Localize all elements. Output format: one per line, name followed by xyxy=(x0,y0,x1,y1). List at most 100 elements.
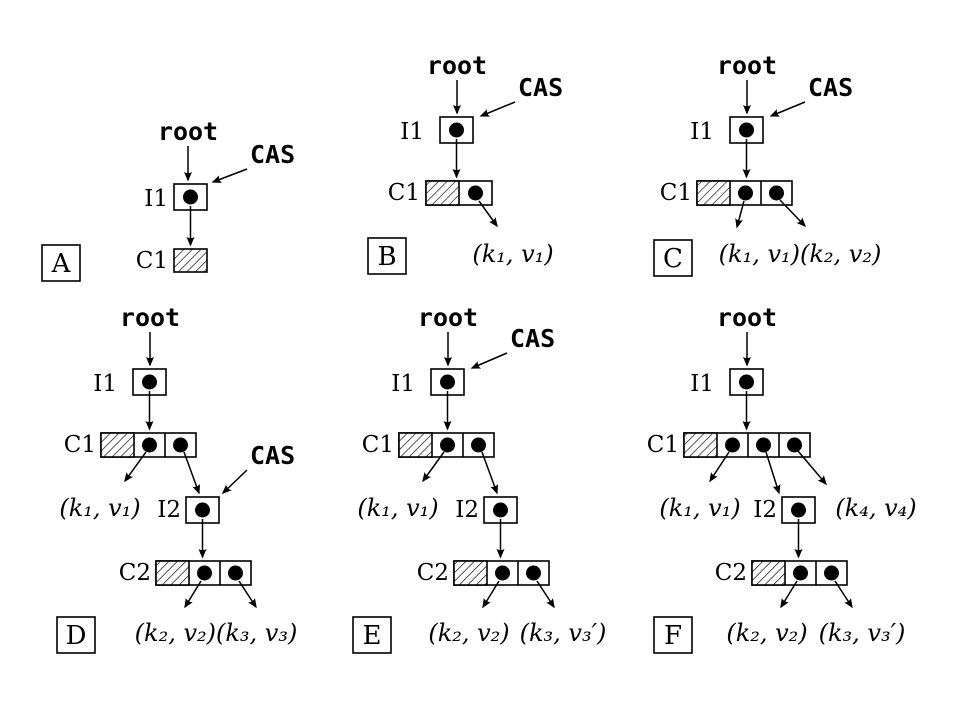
i1-pointer-dot xyxy=(449,122,464,138)
i1-pointer-dot xyxy=(739,374,754,390)
panel-tag-label: D xyxy=(66,621,87,651)
panel-e: root CAS I1 C1 (k₁, v₁) I2 C2 (k₂, v₂) (… xyxy=(352,303,607,654)
panel-tag-box xyxy=(352,616,392,654)
panel-tag-box xyxy=(56,616,96,654)
kv3-label: (k₃, v₃′) xyxy=(819,619,906,647)
i2-pointer-dot xyxy=(195,502,210,518)
kv1-label: (k₁, v₁) xyxy=(357,494,438,522)
i2-pointer-dot xyxy=(791,502,806,518)
c1-i2-edge xyxy=(765,451,781,495)
c2-kv-edge-1 xyxy=(184,580,202,609)
kv23-label: (k₂, v₂)(k₃, v₃) xyxy=(135,619,298,647)
c1-pointer-dot-3 xyxy=(787,437,802,453)
panel-tag-label: F xyxy=(664,621,682,651)
c1-hatch-cell xyxy=(425,180,460,206)
c2-hatch-cell xyxy=(751,560,786,586)
i1-label: I1 xyxy=(400,119,424,145)
c1-hatch-cell xyxy=(398,432,433,458)
panel-tag-label: A xyxy=(51,249,72,279)
cas-label: CAS xyxy=(510,324,555,353)
kv1-label: (k₁, v₁) xyxy=(659,494,740,522)
kv4-label: (k₄, v₄) xyxy=(835,494,916,522)
c1-kv-edge-1 xyxy=(422,451,445,483)
c1-hatch-cell xyxy=(100,432,135,458)
cas-label: CAS xyxy=(250,441,295,470)
kv1-label: (k₁, v₁) xyxy=(472,240,553,268)
c1-label: C1 xyxy=(64,432,96,458)
c1-pointer-dot-1 xyxy=(142,437,157,453)
c2-kv-edge-2 xyxy=(834,580,853,609)
panel-f: root I1 C1 (k₁, v₁) I2 (k₄, v₄) C2 (k₂, … xyxy=(647,303,917,654)
c1-pointer-dot-2 xyxy=(471,437,486,453)
root-label: root xyxy=(120,303,180,332)
i2-label: I2 xyxy=(455,497,479,523)
c1-label: C1 xyxy=(362,432,394,458)
c1-label: C1 xyxy=(647,432,679,458)
cas-arrow xyxy=(221,469,248,495)
cas-arrow xyxy=(470,352,508,369)
c1-label: C1 xyxy=(136,248,168,274)
cas-label: CAS xyxy=(808,73,853,102)
kv1-label: (k₁, v₁) xyxy=(59,494,140,522)
c1-pointer-dot-2 xyxy=(173,437,188,453)
c1-label: C1 xyxy=(388,180,420,206)
i2-box xyxy=(483,496,518,524)
c2-pointer-dot-1 xyxy=(793,565,808,581)
i1-pointer-dot xyxy=(739,122,754,138)
c2-label: C2 xyxy=(417,560,449,586)
c1-label: C1 xyxy=(660,180,692,206)
panel-tag-box xyxy=(653,616,693,654)
root-label: root xyxy=(717,51,777,80)
cas-arrow xyxy=(211,168,248,183)
cas-arrow xyxy=(479,101,516,117)
c1-hatch-cell xyxy=(696,180,731,206)
c1-i2-edge xyxy=(183,451,200,495)
i1-label: I1 xyxy=(690,371,714,397)
c1-pointer-dot-1 xyxy=(440,437,455,453)
c1-pointer-dot-1 xyxy=(468,185,483,201)
panel-tag-label: C xyxy=(663,244,683,274)
c1-hatch-cell xyxy=(683,432,718,458)
c2-hatch-cell xyxy=(155,560,190,586)
panel-tag-box xyxy=(41,244,81,282)
i2-label: I2 xyxy=(753,497,777,523)
c1-kv-edge-1 xyxy=(478,200,498,228)
panel-a: root CAS I1 C1 A xyxy=(41,117,295,282)
c2-kv-edge-1 xyxy=(482,580,500,609)
kv2-label: (k₂, v₂) xyxy=(726,619,807,647)
i1-label: I1 xyxy=(391,371,415,397)
panel-d: root I1 C1 (k₁, v₁) I2 CAS C2 (k₂, v₂)(k… xyxy=(56,303,298,654)
cas-label: CAS xyxy=(250,140,295,169)
panel-b: root CAS I1 C1 (k₁, v₁) B xyxy=(367,51,563,275)
root-label: root xyxy=(717,303,777,332)
i2-label: I2 xyxy=(157,497,181,523)
c2-pointer-dot-2 xyxy=(228,565,243,581)
c1-pointer-dot-2 xyxy=(769,185,784,201)
panel-tag-box xyxy=(367,237,407,275)
panel-tag-label: E xyxy=(363,621,382,651)
c1-kv-edge-1 xyxy=(124,451,147,483)
c1-kv-edge-2 xyxy=(779,199,807,228)
c2-label: C2 xyxy=(119,560,151,586)
kv12-label: (k₁, v₁)(k₂, v₂) xyxy=(719,240,882,268)
c1-kv-edge-3 xyxy=(797,450,827,486)
c1-kv-edge-1 xyxy=(735,200,745,229)
c1-pointer-dot-1 xyxy=(725,437,740,453)
c2-kv-edge-2 xyxy=(238,580,257,609)
i1-label: I1 xyxy=(93,371,117,397)
i1-pointer-dot xyxy=(142,374,157,390)
panel-c: root CAS I1 C1 (k₁, v₁)(k₂, v₂) C xyxy=(653,51,882,277)
cas-label: CAS xyxy=(518,73,563,102)
c1-pointer-dot-1 xyxy=(738,185,753,201)
c1-hatch-cell xyxy=(173,248,208,273)
c2-pointer-dot-2 xyxy=(526,565,541,581)
i1-label: I1 xyxy=(690,119,714,145)
c1-pointer-dot-2 xyxy=(756,437,771,453)
root-label: root xyxy=(158,117,218,146)
c1-i2-edge xyxy=(481,451,498,495)
c2-hatch-cell xyxy=(453,560,488,586)
kv3-label: (k₃, v₃′) xyxy=(520,619,607,647)
i1-pointer-dot xyxy=(440,374,455,390)
